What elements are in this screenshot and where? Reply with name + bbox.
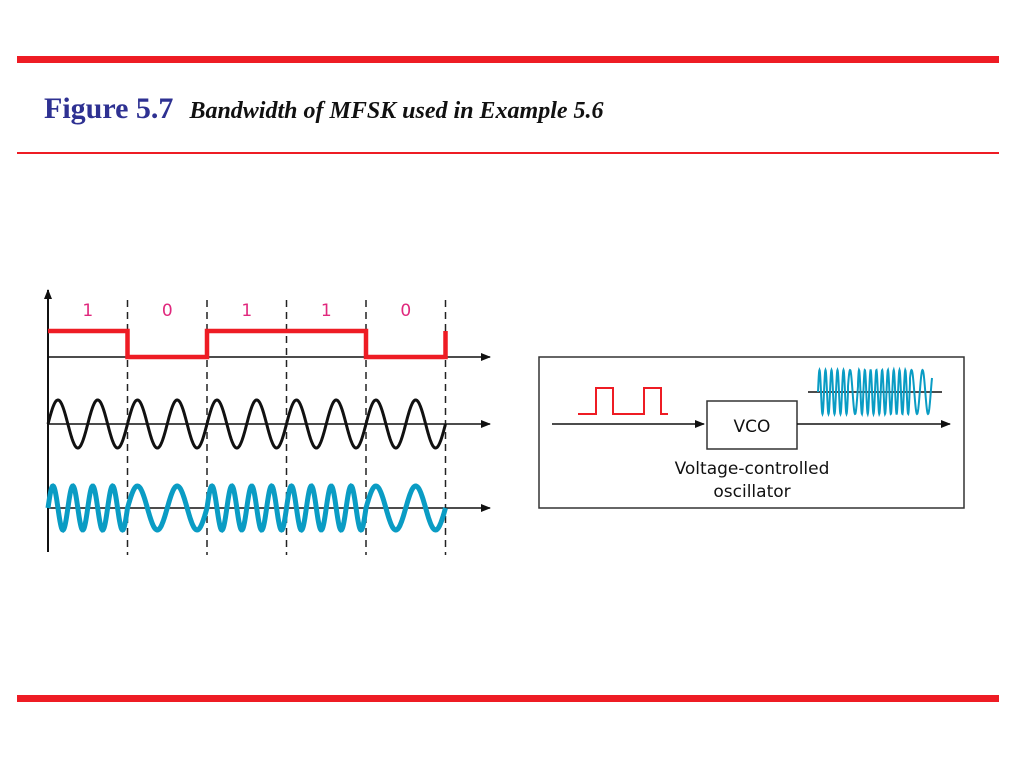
vco-label: VCO (734, 417, 771, 437)
vco-frame (538, 356, 965, 509)
vco-caption-line2: oscillator (713, 482, 790, 502)
middle-red-rule (17, 152, 999, 154)
bottom-red-rule (17, 695, 999, 702)
bit-label: 0 (162, 301, 173, 321)
vco-input-pulse-icon (578, 387, 668, 415)
vco-output-wave-icon (817, 366, 933, 418)
bit-label: 1 (241, 301, 252, 321)
top-red-rule (17, 56, 999, 63)
vco-box (706, 400, 798, 450)
timing-diagram: 1 0 1 1 0 (44, 289, 491, 555)
figure-number: Figure 5.7 (44, 92, 174, 125)
fsk-signal (45, 483, 448, 533)
vco-block-diagram: VCO Voltage-controlled oscillator (538, 356, 965, 509)
bit-label: 1 (321, 301, 332, 321)
figure-caption: Figure 5.7 Bandwidth of MFSK used in Exa… (44, 92, 604, 126)
carrier-signal (46, 398, 447, 450)
figure-title: Bandwidth of MFSK used in Example 5.6 (189, 98, 604, 124)
digital-signal (48, 328, 448, 360)
bit-label: 1 (82, 301, 93, 321)
bit-label: 0 (400, 301, 411, 321)
vco-caption-line1: Voltage-controlled (675, 459, 830, 479)
